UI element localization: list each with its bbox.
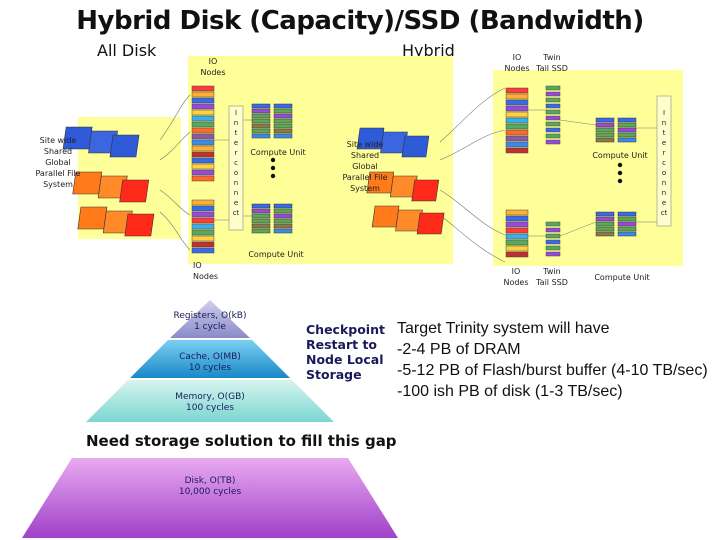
left-compute-unit-mid: Compute Unit <box>250 148 306 157</box>
right-compute-unit-mid: Compute Unit <box>592 151 648 160</box>
pyramid-level-memory <box>86 380 334 422</box>
right-compute-bottom <box>595 211 637 237</box>
right-io-nodes-bottom-label: IO Nodes <box>503 267 529 287</box>
right-twin-tail-top-label: Twin Tail SSD <box>536 53 568 73</box>
left-storage-disks <box>62 126 155 237</box>
target-trinity-text: Target Trinity system will have -2-4 PB … <box>397 320 708 400</box>
left-compute-top <box>251 103 293 139</box>
left-storage-label: Site wide Shared Global Parallel File Sy… <box>35 136 81 189</box>
pyramid-registers-text: Registers, O(kB)1 cycle <box>173 311 247 332</box>
pyramid-cache-text: Cache, O(MB)10 cycles <box>179 352 241 373</box>
page-title: Hybrid Disk (Capacity)/SSD (Bandwidth) <box>76 6 644 36</box>
storage-gap-bar: Need storage solution to fill this gap <box>86 432 397 450</box>
memory-hierarchy-pyramid <box>22 300 398 538</box>
left-compute-links <box>214 119 252 221</box>
pyramid-level-cache <box>130 340 290 378</box>
right-compute-unit-bottom: Compute Unit <box>594 273 650 282</box>
left-ellipsis-dots <box>270 157 276 179</box>
pyramid-level-disk <box>22 458 398 538</box>
left-io-nodes-top-label: IO Nodes <box>200 57 226 77</box>
checkpoint-callout: Checkpoint Restart to Node Local Storage <box>306 322 385 382</box>
pyramid-level-registers <box>170 300 250 338</box>
hybrid-heading: Hybrid <box>402 41 455 60</box>
right-io-node-stack <box>505 87 529 258</box>
right-interconnect-bar <box>656 95 672 227</box>
right-storage-label: Site wide Shared Global Parallel File Sy… <box>342 140 388 193</box>
left-interconnect-bar <box>228 105 244 231</box>
all-disk-heading: All Disk <box>97 41 157 60</box>
left-io-node-stack <box>191 85 215 254</box>
right-ssd-stack <box>545 85 561 257</box>
right-storage-links <box>439 87 506 263</box>
right-links <box>528 109 657 237</box>
right-ellipsis-dots <box>617 162 623 184</box>
left-io-nodes-bottom-label: IO Nodes <box>193 261 219 281</box>
left-storage-links <box>159 94 191 251</box>
right-twin-tail-bottom-label: Twin Tail SSD <box>536 267 568 287</box>
right-compute-top <box>595 117 637 143</box>
left-compute-bottom <box>251 203 293 234</box>
left-compute-unit-bottom: Compute Unit <box>248 250 304 259</box>
pyramid-disk-text: Disk, O(TB)10,000 cycles <box>178 476 242 497</box>
right-io-nodes-top-label: IO Nodes <box>504 53 530 73</box>
pyramid-memory-text: Memory, O(GB)100 cycles <box>175 392 245 413</box>
diagram-graphics <box>62 85 672 263</box>
right-storage-disks <box>356 127 445 235</box>
